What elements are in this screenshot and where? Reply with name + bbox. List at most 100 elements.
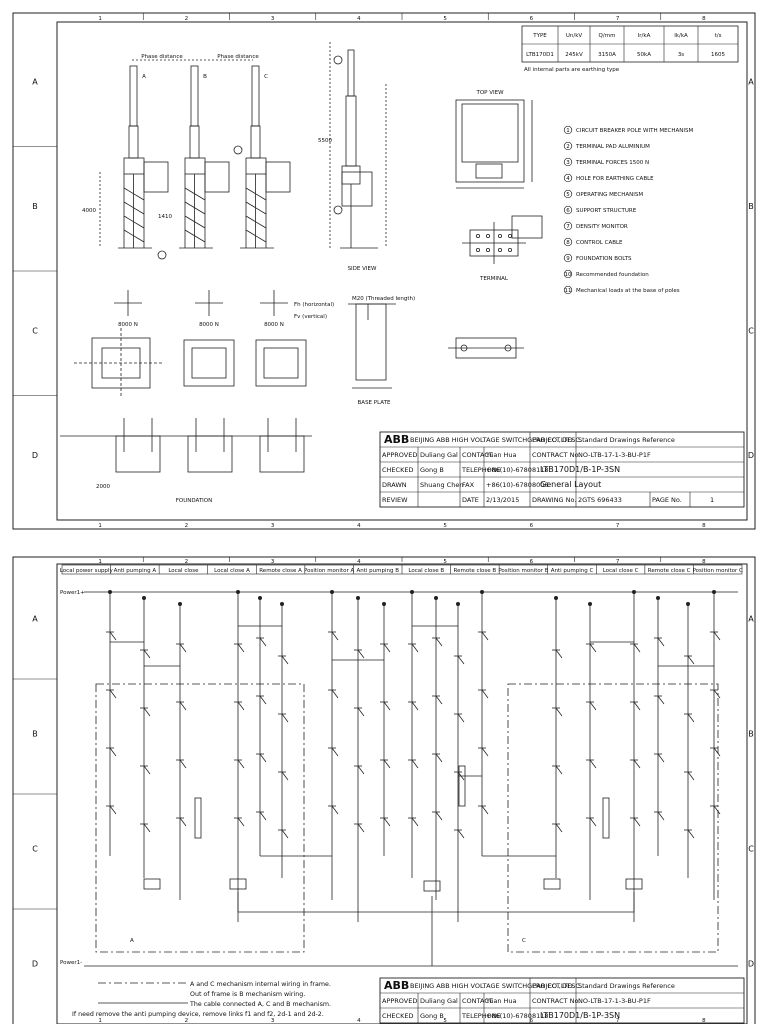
page-label: PAGE No.	[652, 496, 682, 504]
phone-value: +86(10)-67808118	[486, 1012, 549, 1020]
zone-col-1: 1	[98, 16, 102, 22]
drawing-no-label: DRAWING No.	[532, 496, 576, 504]
legend-num-8: 8	[566, 240, 570, 246]
zone-col-6: 6	[530, 16, 534, 22]
contact-value: Yuan Hua	[485, 451, 517, 459]
zone-col-bottom-7: 7	[616, 523, 620, 529]
zone-col-bottom-7: 7	[616, 1018, 620, 1024]
legend-num-9: 9	[566, 256, 570, 262]
date-value: 2/13/2015	[486, 496, 519, 504]
header-cell-3: Local close	[168, 568, 199, 574]
note-2: Out of frame is B mechanism wiring.	[190, 991, 305, 998]
spec-cell-ik: 3s	[678, 52, 684, 58]
legend-marker-3	[563, 157, 573, 167]
terminal-detail	[462, 215, 543, 264]
zone-col-5: 5	[443, 559, 447, 565]
zone-col-bottom-5: 5	[443, 523, 447, 529]
spec-header-un: Un/kV	[566, 33, 583, 39]
zone-col-1: 1	[98, 559, 102, 565]
legend-num-10: 10	[565, 272, 572, 278]
phone-label: TELEPHONE	[461, 466, 501, 474]
legend-text-4: HOLE FOR EARTHING CABLE	[576, 176, 654, 182]
spec-header-ir: Ir/kA	[638, 33, 651, 39]
force-label-2: 8000 N	[199, 322, 219, 328]
drawing-no-value: 2GTS 696433	[578, 496, 622, 504]
spec-cell-type: LTB170D1	[526, 52, 554, 58]
legend-text-7: DENSITY MONITOR	[576, 224, 628, 230]
sub-title: General Layout	[540, 480, 601, 489]
zone-row-right-D: D	[748, 451, 754, 460]
frame-c-label: C	[522, 938, 526, 944]
legend-num-11: 11	[565, 288, 572, 294]
zone-col-bottom-4: 4	[357, 1018, 361, 1024]
zone-row-B: B	[32, 202, 38, 211]
drawing-title: LTB170D1/B-1P-3SN	[540, 1011, 620, 1020]
zone-col-bottom-1: 1	[98, 523, 102, 529]
inner-frame-2	[56, 563, 748, 1024]
zone-col-2: 2	[185, 559, 189, 565]
legend-text-8: CONTROL CABLE	[576, 240, 623, 246]
dim-side: 5500	[318, 138, 332, 144]
power-plus-label: Power1+	[60, 590, 85, 596]
header-cell-14: Position monitor C	[693, 568, 743, 574]
checked-value: Gong B	[420, 1012, 444, 1020]
checked-value: Gong B	[420, 466, 444, 474]
pole-label-a: A	[142, 74, 146, 80]
phase-distance-1: Phase distance	[141, 54, 183, 60]
legend-marker-11	[563, 285, 573, 295]
force-label-3: 8000 N	[264, 322, 284, 328]
contract-label: CONTRACT No.	[532, 451, 580, 459]
zone-col-4: 4	[357, 16, 361, 22]
power-minus-label: Power1-	[60, 960, 82, 966]
zone-row-right-D: D	[748, 960, 754, 969]
dim-height: 4000	[82, 208, 96, 214]
zone-row-C: C	[32, 845, 38, 854]
legend-marker-1	[563, 125, 573, 135]
spec-table-note: All internal parts are earthing type	[524, 67, 620, 73]
spec-header-q: Q/mm	[599, 33, 616, 39]
zone-col-3: 3	[271, 559, 275, 565]
phone-label: TELEPHONE	[461, 1012, 501, 1020]
zone-row-B: B	[32, 730, 38, 739]
top-view-label: TOP VIEW	[475, 90, 504, 96]
legend-marker-9	[563, 253, 573, 263]
legend-text-5: OPERATING MECHANISM	[576, 192, 643, 198]
zone-row-right-A: A	[748, 615, 754, 624]
spec-cell-q: 3150A	[598, 52, 616, 58]
drawn-label: DRAWN	[382, 481, 407, 489]
legend-num-6: 6	[566, 208, 570, 214]
zone-col-bottom-4: 4	[357, 523, 361, 529]
header-cell-9: Remote close B	[454, 568, 497, 574]
legend-text-6: SUPPORT STRUCTURE	[576, 208, 637, 214]
breaker-poles-front-view	[99, 59, 291, 260]
note-4: If need remove the anti pumping device, …	[72, 1011, 324, 1018]
zone-row-D: D	[32, 960, 38, 969]
checked-label: CHECKED	[382, 1012, 413, 1020]
spec-cell-ir: 50kA	[637, 52, 651, 58]
legend-num-3: 3	[566, 160, 570, 166]
force-diagrams	[114, 290, 288, 316]
force-note-v: Fv (vertical)	[294, 314, 327, 320]
legend-marker-2	[563, 141, 573, 151]
spec-header-ik: Ik/kA	[674, 33, 688, 39]
project-value: Standard Drawings Reference	[578, 982, 675, 990]
zone-row-A: A	[32, 77, 38, 86]
dim-foundation: 2000	[96, 484, 110, 490]
force-label-1: 8000 N	[118, 322, 138, 328]
zone-col-bottom-6: 6	[530, 523, 534, 529]
contact-label: CONTACT	[462, 997, 493, 1005]
zone-col-bottom-5: 5	[443, 1018, 447, 1024]
control-circuit-wiring	[106, 590, 721, 966]
legend-text-2: TERMINAL PAD ALUMINIUM	[575, 144, 650, 150]
header-cell-13: Remote close C	[648, 568, 691, 574]
mechanism-frame-a	[95, 683, 305, 953]
zone-col-7: 7	[616, 16, 620, 22]
legend-text-11: Mechanical loads at the base of poles	[576, 288, 680, 294]
company-name: BEIJING ABB HIGH VOLTAGE SWITCHGEAR CO.,…	[410, 436, 575, 444]
legend-num-4: 4	[566, 176, 570, 182]
contract-value: NO-LTB-17-1-3-BU-P1F	[578, 997, 651, 1005]
